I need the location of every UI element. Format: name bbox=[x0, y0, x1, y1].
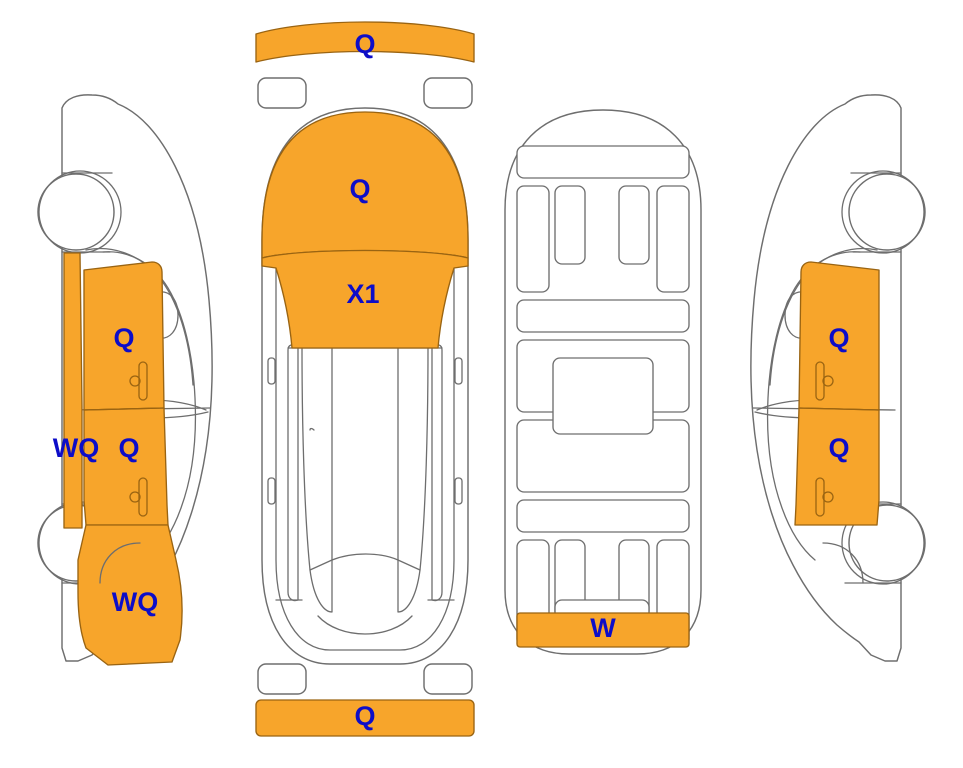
panel-left-rear-quarter[interactable] bbox=[77, 524, 183, 666]
tire-rear-right bbox=[423, 663, 473, 695]
code-rear-bumper: Q bbox=[354, 701, 375, 731]
panel-left-rocker[interactable] bbox=[63, 252, 83, 529]
view-roof[interactable]: W bbox=[485, 0, 720, 768]
code-roof-windshield: X1 bbox=[346, 279, 379, 309]
panel-roof-windshield[interactable] bbox=[261, 249, 469, 349]
panel-front-bumper[interactable] bbox=[255, 21, 475, 63]
left-front-door-handle-icon bbox=[129, 361, 148, 401]
panel-right-rear-door[interactable] bbox=[794, 407, 880, 526]
panel-left-front-door[interactable] bbox=[83, 261, 165, 411]
panel-left-rear-door[interactable] bbox=[83, 407, 169, 526]
panel-rear-bumper[interactable] bbox=[255, 699, 475, 737]
tire-front-right bbox=[423, 77, 473, 109]
roof-cell-r1c3 bbox=[618, 185, 650, 265]
code-hood: Q bbox=[349, 174, 370, 204]
right-front-door-handle-icon bbox=[815, 361, 834, 401]
code-left-front-door: Q bbox=[113, 323, 134, 353]
code-left-rocker: WQ bbox=[53, 433, 100, 463]
roof-cell-center-box bbox=[552, 357, 654, 435]
view-left-side[interactable]: Q WQ Q WQ bbox=[0, 0, 250, 768]
left-rear-door-handle-icon bbox=[129, 477, 148, 517]
roof-cell-r1c1 bbox=[516, 185, 550, 293]
code-left-rear-quarter: WQ bbox=[112, 587, 159, 617]
panel-roof-rear-section[interactable] bbox=[516, 612, 690, 648]
roof-cell-mid-bar-2 bbox=[516, 499, 690, 533]
view-right-side[interactable]: Q Q bbox=[713, 0, 963, 768]
roof-cell-top-bar bbox=[516, 145, 690, 179]
code-right-rear-door: Q bbox=[828, 433, 849, 463]
right-rear-door-handle-icon bbox=[815, 477, 834, 517]
panel-right-front-door[interactable] bbox=[798, 261, 880, 411]
code-left-rear-door: Q bbox=[118, 433, 139, 463]
tire-front-left bbox=[257, 77, 307, 109]
code-roof-rear-section: W bbox=[590, 613, 616, 643]
roof-cell-r1c2 bbox=[554, 185, 586, 265]
roof-cell-mid-bar-1 bbox=[516, 299, 690, 333]
code-right-front-door: Q bbox=[828, 323, 849, 353]
tire-rear-left bbox=[257, 663, 307, 695]
view-top[interactable]: Q Q X1 Q bbox=[240, 0, 490, 768]
code-front-bumper: Q bbox=[354, 29, 375, 59]
roof-cell-r1c4 bbox=[656, 185, 690, 293]
